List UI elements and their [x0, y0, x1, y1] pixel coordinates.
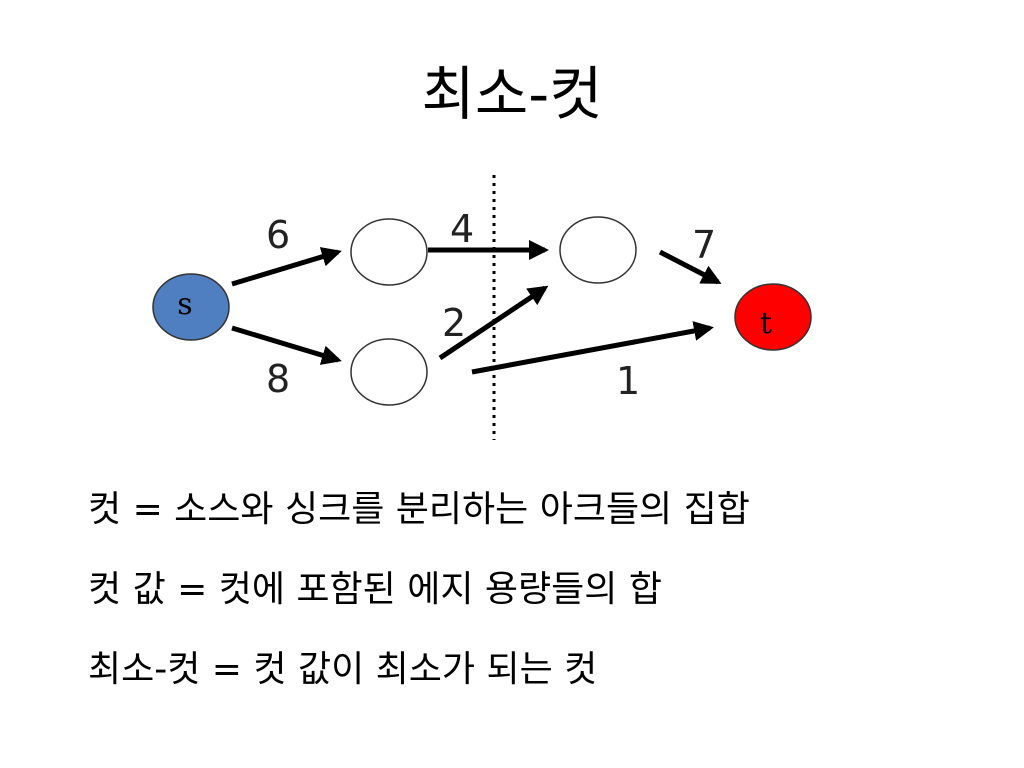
definition-min-cut: 최소-컷 = 컷 값이 최소가 되는 컷 — [88, 649, 598, 690]
definition-cut-value: 컷 값 = 컷에 포함된 에지 용량들의 합 — [88, 569, 662, 610]
edge-label-s-b: 8 — [266, 357, 290, 401]
edge-s-b — [231, 325, 342, 365]
edge-label-a-c: 4 — [450, 207, 474, 251]
definition-cut: 컷 = 소스와 싱크를 분리하는 아크들의 집합 — [88, 489, 750, 530]
edge-c-t — [658, 249, 722, 285]
edge-b-c — [438, 285, 549, 361]
edge-label-b-t: 1 — [616, 359, 640, 403]
node-c — [559, 216, 637, 284]
node-a — [350, 218, 428, 286]
node-label-s: s — [177, 287, 192, 322]
edge-label-b-c: 2 — [442, 301, 466, 345]
edge-s-a — [231, 247, 342, 287]
edge-label-c-t: 7 — [692, 223, 716, 267]
node-label-t: t — [760, 306, 772, 341]
slide-title: 최소-컷 — [421, 60, 603, 128]
edge-b-t — [471, 321, 714, 375]
node-b — [350, 338, 428, 406]
node-t: t — [734, 283, 812, 351]
node-s: s — [152, 273, 230, 341]
edge-label-s-a: 6 — [266, 213, 290, 257]
